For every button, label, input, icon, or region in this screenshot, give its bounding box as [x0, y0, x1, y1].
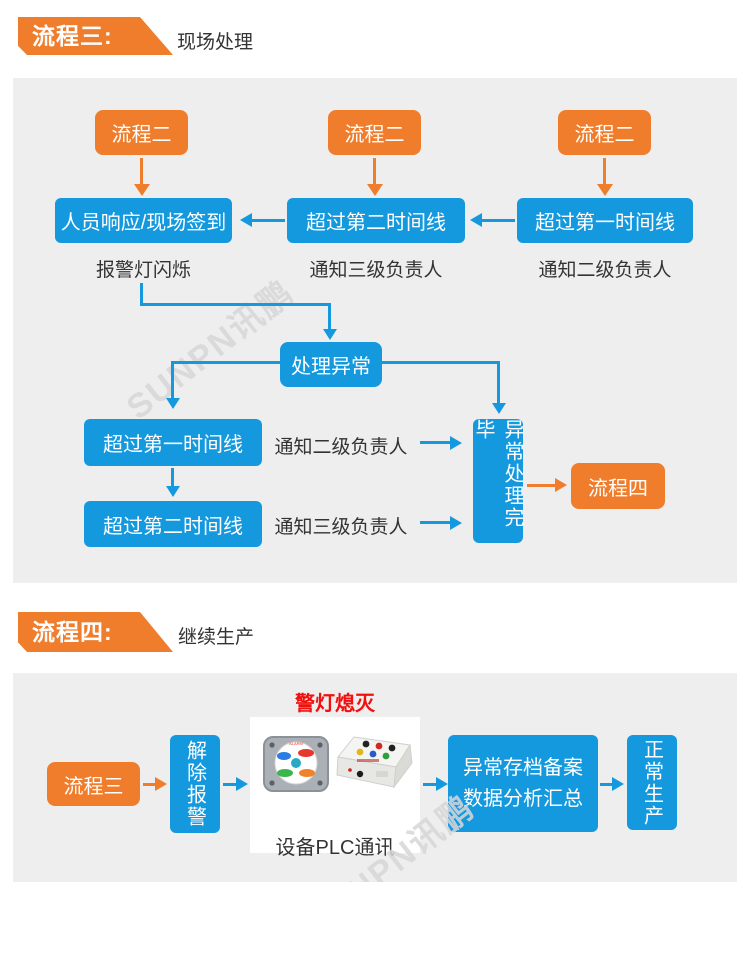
- plc-device-card: ALARM 设备PLC通讯: [250, 717, 420, 859]
- exception-done-box: 异常处理完毕: [472, 419, 523, 543]
- arrow-stem: [252, 219, 285, 222]
- arrow-stem: [527, 484, 555, 487]
- arrow-down-icon: [492, 403, 506, 414]
- archive-line2: 数据分析汇总: [463, 787, 583, 810]
- flow3-box: 流程三: [47, 762, 140, 806]
- flow4-box: 流程四: [571, 463, 665, 509]
- section2-panel: 警灯熄灭 流程三 解除报警 ALARM: [13, 673, 737, 882]
- section1-panel: SUNPN讯鹏 流程二 流程二 流程二 人员响应/现场签到 超过第二时间线 超过…: [13, 78, 737, 583]
- arrow-stem: [171, 468, 174, 486]
- connector-line: [140, 303, 331, 306]
- archive-line1: 异常存档备案: [463, 756, 583, 779]
- alarm-button-device-image: ALARM: [263, 736, 329, 792]
- flow2-box-3: 流程二: [558, 110, 651, 155]
- arrow-down-icon: [597, 184, 613, 196]
- arrow-stem: [420, 521, 450, 524]
- over-second-timeline-box-2: 超过第二时间线: [84, 501, 262, 547]
- plc-caption: 设备PLC通讯: [275, 837, 395, 859]
- svg-text:ALARM: ALARM: [289, 741, 303, 746]
- handle-exception-box: 处理异常: [280, 342, 382, 387]
- arrow-stem: [373, 158, 376, 184]
- plc-controller-device-image: [336, 736, 413, 789]
- arrow-right-icon: [555, 478, 567, 492]
- arrow-down-icon: [166, 398, 180, 409]
- release-alarm-box: 解除报警: [170, 735, 220, 833]
- arrow-down-icon: [166, 486, 180, 497]
- section1-header-subtitle: 现场处理: [177, 32, 254, 53]
- arrow-down-icon: [134, 184, 150, 196]
- flow2-box-1: 流程二: [95, 110, 188, 155]
- arrow-right-icon: [612, 777, 624, 791]
- arrow-right-icon: [450, 436, 462, 450]
- arrow-stem: [223, 783, 236, 786]
- over-second-timeline-box: 超过第二时间线: [287, 198, 465, 243]
- personnel-response-box: 人员响应/现场签到: [55, 198, 232, 243]
- connector-line: [171, 361, 174, 398]
- normal-production-box: 正常生产: [627, 735, 677, 830]
- archive-box: 异常存档备案 数据分析汇总: [448, 735, 598, 832]
- notify-level2-label: 通知二级负责人: [538, 260, 672, 281]
- notify-level3-label-2: 通知三级负责人: [274, 517, 408, 538]
- connector-line: [140, 283, 143, 305]
- arrow-down-icon: [367, 184, 383, 196]
- arrow-left-icon: [240, 213, 252, 227]
- section2-header-flag: 流程四:: [18, 612, 173, 652]
- section1-header-flag: 流程三:: [18, 17, 173, 55]
- arrow-right-icon: [450, 516, 462, 530]
- notify-level3-label: 通知三级负责人: [309, 260, 443, 281]
- over-first-timeline-box-2: 超过第一时间线: [84, 419, 262, 466]
- arrow-down-icon: [323, 329, 337, 340]
- arrow-right-icon: [436, 777, 448, 791]
- notify-level2-label-2: 通知二级负责人: [274, 437, 408, 458]
- section2-header-subtitle: 继续生产: [178, 627, 255, 648]
- arrow-stem: [143, 783, 155, 786]
- connector-line: [171, 361, 280, 364]
- arrow-stem: [423, 783, 436, 786]
- over-first-timeline-box: 超过第一时间线: [517, 198, 693, 243]
- arrow-right-icon: [236, 777, 248, 791]
- arrow-stem: [140, 158, 143, 184]
- connector-line: [328, 303, 331, 329]
- arrow-stem: [600, 783, 612, 786]
- arrow-left-icon: [470, 213, 482, 227]
- connector-line: [382, 361, 499, 364]
- arrow-stem: [420, 441, 450, 444]
- flow2-box-2: 流程二: [328, 110, 421, 155]
- arrow-stem: [603, 158, 606, 184]
- arrow-stem: [482, 219, 515, 222]
- arrow-right-icon: [155, 777, 167, 791]
- alarm-off-label: 警灯熄灭: [295, 693, 375, 715]
- alarm-flash-label: 报警灯闪烁: [95, 260, 191, 281]
- connector-line: [497, 361, 500, 403]
